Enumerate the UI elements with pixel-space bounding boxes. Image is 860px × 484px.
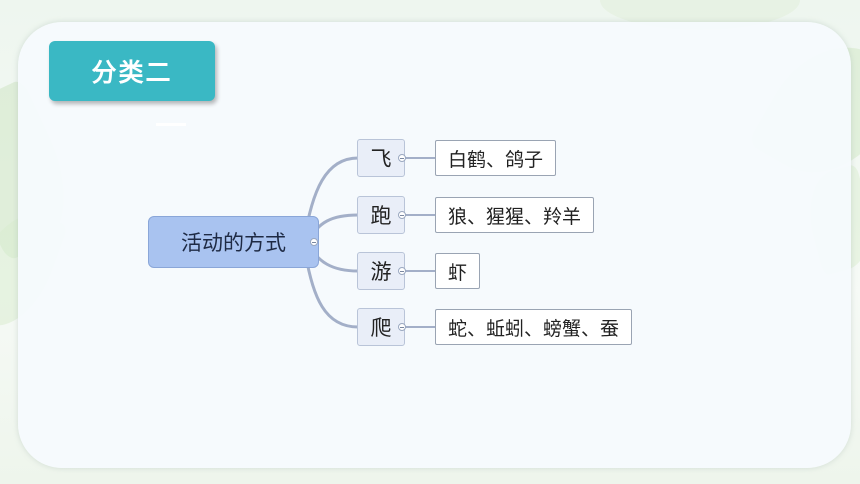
collapse-toggle-icon[interactable] xyxy=(398,267,406,275)
collapse-toggle-icon[interactable] xyxy=(398,211,406,219)
leaf-node-swim[interactable]: 虾 xyxy=(435,253,481,289)
collapse-toggle-icon[interactable] xyxy=(398,154,406,162)
leaf-node-run[interactable]: 狼、猩猩、羚羊 xyxy=(435,197,595,233)
collapse-toggle-icon[interactable] xyxy=(310,238,318,246)
branch-node-fly[interactable]: 飞 xyxy=(357,139,405,177)
branch-node-run[interactable]: 跑 xyxy=(357,196,405,234)
leaf-node-fly[interactable]: 白鹤、鸽子 xyxy=(435,140,557,176)
collapse-toggle-icon[interactable] xyxy=(398,323,406,331)
branch-node-crawl[interactable]: 爬 xyxy=(357,308,405,346)
branch-node-swim[interactable]: 游 xyxy=(357,252,405,290)
leaf-node-crawl[interactable]: 蛇、蚯蚓、螃蟹、蚕 xyxy=(435,309,633,345)
decorative-dash xyxy=(156,123,186,126)
section-badge: 分类二 xyxy=(49,41,215,101)
mindmap-root-node[interactable]: 活动的方式 xyxy=(148,216,319,268)
